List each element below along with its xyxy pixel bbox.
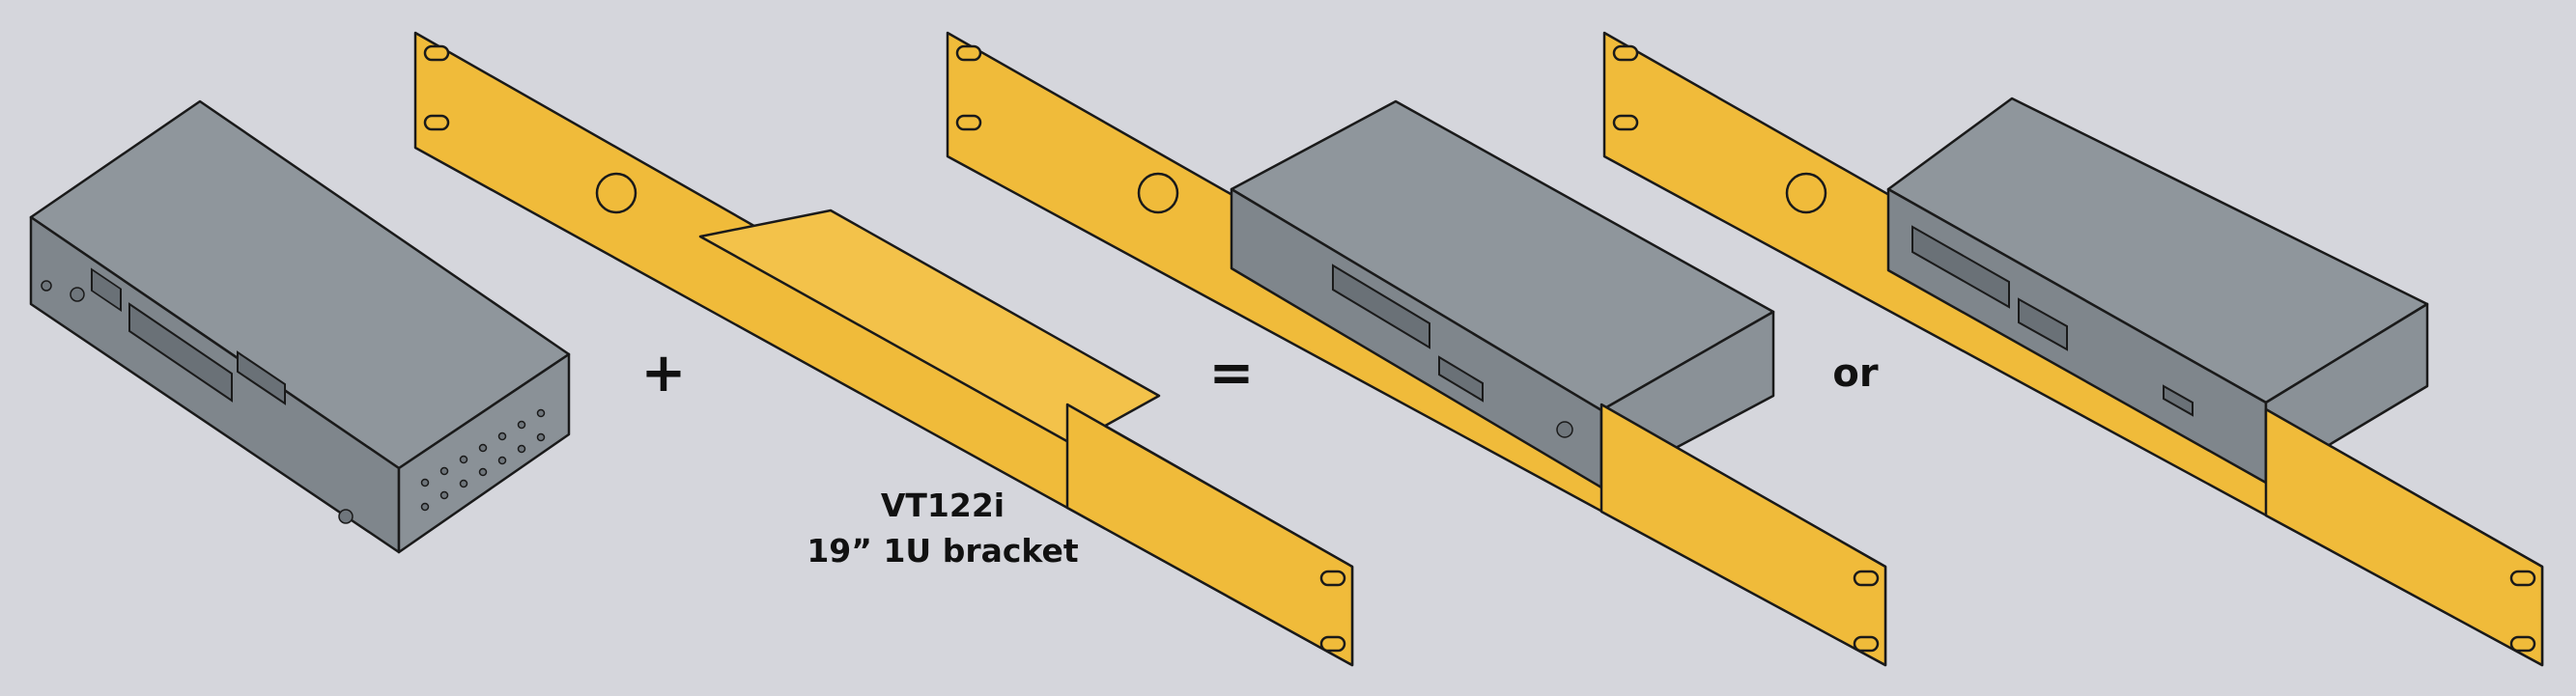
equals-sign: = xyxy=(1209,342,1255,404)
terminal-block xyxy=(237,350,286,405)
bracket-label-model: VT122i xyxy=(881,487,1005,524)
or-text: or xyxy=(1832,351,1878,396)
bracket-with-router xyxy=(1602,31,2544,667)
bracket-label-size: 19” 1U bracket xyxy=(807,532,1079,570)
rack-bracket xyxy=(413,31,1354,667)
vent-holes xyxy=(420,408,546,512)
cable-hole xyxy=(595,172,637,214)
ethernet-ports xyxy=(1911,225,2010,309)
display-window xyxy=(128,302,233,403)
plus-sign: + xyxy=(641,342,687,404)
vt122i-device xyxy=(29,99,571,554)
bracket-with-vt122i xyxy=(946,31,1887,667)
